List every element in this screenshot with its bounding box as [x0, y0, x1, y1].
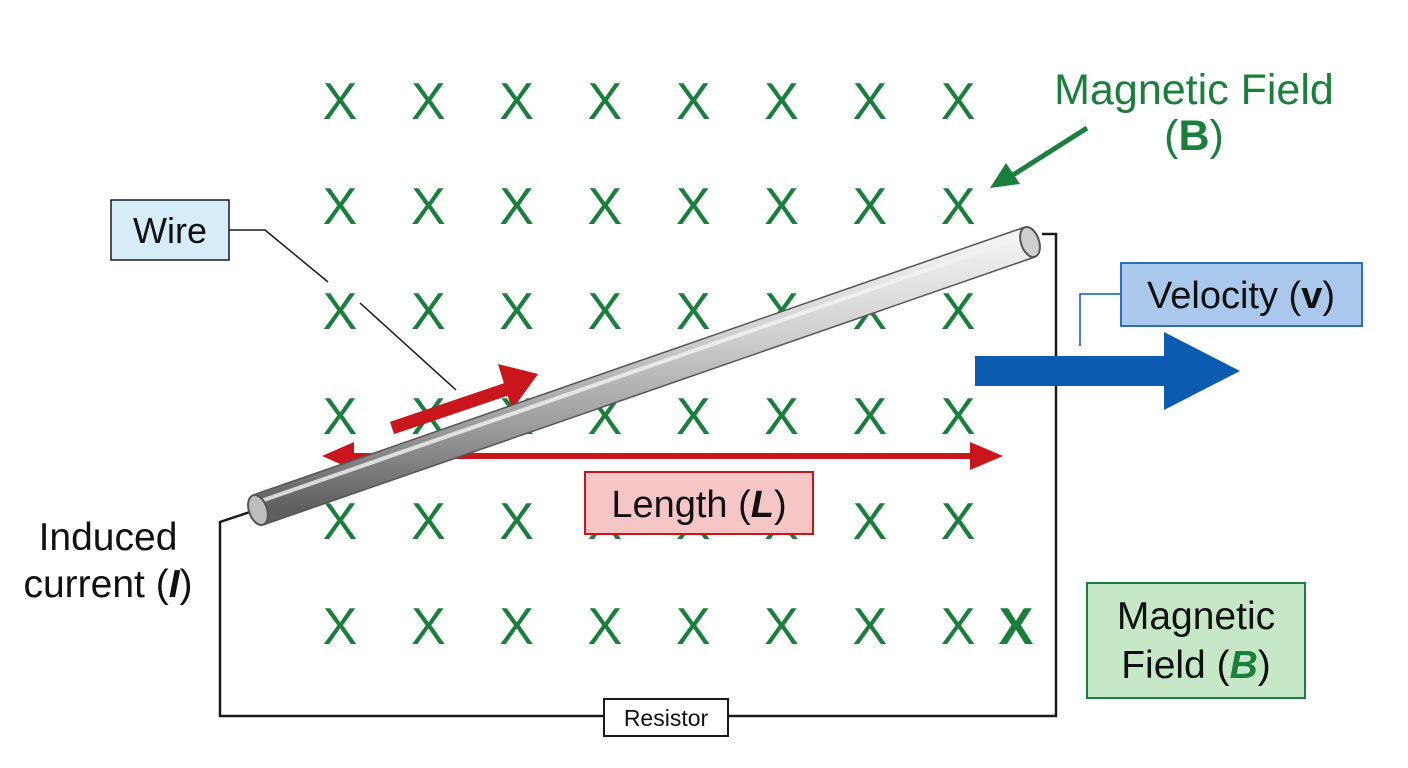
- velocity-label-text: Velocity (v): [1147, 275, 1335, 317]
- field-x-mark: X: [941, 388, 976, 446]
- magnetic-field-box-line2: Field (B): [1121, 644, 1271, 687]
- wire-leader-line: [359, 302, 457, 391]
- magnetic-field-box-symbol: B: [1230, 644, 1258, 687]
- wire-label-text: Wire: [133, 210, 207, 251]
- resistor-label: Resistor: [624, 705, 709, 731]
- length-label: Length (L): [584, 471, 814, 535]
- magnetic-field-pointer-arrow: [990, 125, 1089, 188]
- circuit-rail: [218, 508, 604, 718]
- wire-leader-line: [229, 229, 329, 283]
- velocity-leader-line: [1079, 293, 1121, 346]
- velocity-arrow: [975, 332, 1240, 410]
- field-x-mark: X: [941, 178, 976, 236]
- induced-current-line1: Induced: [39, 516, 178, 559]
- length-label-text: Length (L): [611, 484, 786, 526]
- field-x-mark: X: [588, 283, 623, 341]
- field-x-mark: X: [411, 178, 446, 236]
- field-x-mark: X: [852, 598, 887, 656]
- field-x-mark: X: [411, 73, 446, 131]
- wire-rod: [247, 226, 1041, 526]
- current-direction-arrow: [389, 364, 538, 435]
- magnetic-field-box-word: Field: [1121, 644, 1206, 687]
- field-x-mark: X: [676, 388, 711, 446]
- field-x-mark: X: [941, 493, 976, 551]
- magnetic-field-symbol: B: [1178, 112, 1209, 160]
- field-x-mark: X: [411, 493, 446, 551]
- field-x-mark: X: [588, 598, 623, 656]
- field-x-mark: X: [588, 178, 623, 236]
- field-x-mark: X: [499, 178, 534, 236]
- field-x-mark: X: [941, 73, 976, 131]
- field-x-mark: X: [764, 598, 799, 656]
- field-x-mark: X: [764, 73, 799, 131]
- circuit-rail: [728, 232, 1058, 718]
- length-symbol: L: [751, 484, 774, 526]
- induced-current-line2: current (I): [23, 563, 192, 606]
- field-x-mark: X: [999, 598, 1034, 656]
- field-x-mark: X: [411, 598, 446, 656]
- field-x-mark: X: [676, 178, 711, 236]
- field-x-mark: X: [676, 283, 711, 341]
- magnetic-field-box-line1: Magnetic: [1117, 595, 1275, 638]
- field-x-mark: X: [764, 178, 799, 236]
- field-x-mark: X: [323, 388, 358, 446]
- magnetic-field-box-label: Magnetic Field (B): [1086, 582, 1306, 699]
- field-x-mark: X: [588, 73, 623, 131]
- field-x-mark: X: [323, 598, 358, 656]
- resistor: Resistor: [603, 698, 729, 737]
- field-x-mark: X: [499, 73, 534, 131]
- velocity-label: Velocity (v): [1120, 262, 1363, 327]
- field-x-mark: X: [941, 598, 976, 656]
- magnetic-field-title-label: Magnetic Field (B): [1054, 66, 1334, 160]
- field-x-mark: X: [411, 283, 446, 341]
- field-x-mark: X: [852, 178, 887, 236]
- length-label-word: Length: [611, 484, 727, 526]
- induced-current-word: current: [23, 563, 145, 606]
- magnetic-field-title-line1: Magnetic Field: [1054, 66, 1334, 114]
- field-x-mark: X: [941, 283, 976, 341]
- induced-current-label: Induced current (I): [23, 516, 192, 606]
- field-x-mark: X: [499, 598, 534, 656]
- velocity-symbol: v: [1301, 275, 1322, 317]
- field-x-mark: X: [852, 388, 887, 446]
- field-x-mark: X: [676, 73, 711, 131]
- field-x-mark: X: [323, 283, 358, 341]
- field-x-mark: X: [499, 493, 534, 551]
- field-x-mark: X: [764, 388, 799, 446]
- field-x-mark: X: [499, 283, 534, 341]
- wire-label: Wire: [110, 199, 230, 261]
- induced-current-symbol: I: [169, 563, 181, 606]
- field-x-mark: X: [676, 598, 711, 656]
- field-x-mark: X: [852, 493, 887, 551]
- magnetic-field-title-line2: (B): [1164, 112, 1224, 160]
- field-x-mark: X: [323, 73, 358, 131]
- velocity-label-word: Velocity: [1147, 275, 1278, 317]
- field-x-mark: X: [852, 73, 887, 131]
- field-x-mark: X: [323, 178, 358, 236]
